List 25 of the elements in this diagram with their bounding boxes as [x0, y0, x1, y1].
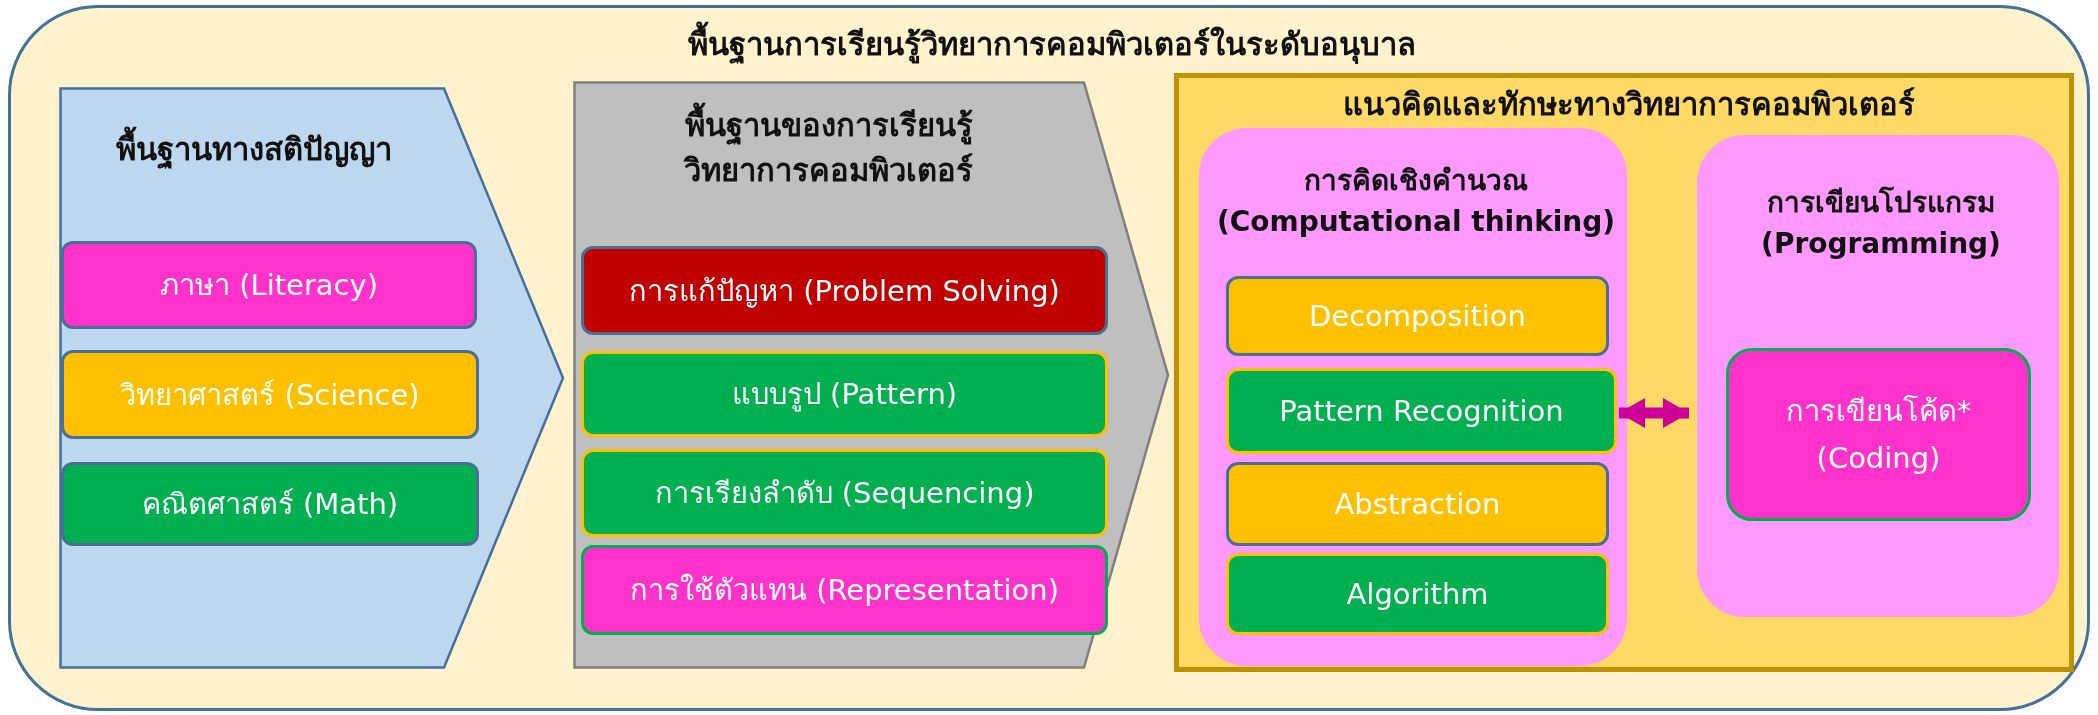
label-box: Abstraction	[1226, 462, 1609, 546]
label-box: Pattern Recognition	[1226, 368, 1617, 454]
rounded-panel	[1199, 128, 1627, 666]
label-box: Algorithm	[1226, 553, 1609, 635]
label-box: การเขียนโค้ด* (Coding)	[1726, 348, 2031, 521]
chevron-panel	[573, 81, 1170, 669]
heading: การคิดเชิงคำนวณ (Computational thinking)	[1216, 163, 1616, 240]
label-box: ภาษา (Literacy)	[61, 241, 477, 329]
double-arrow	[1619, 398, 1689, 428]
label-box: วิทยาศาสตร์ (Science)	[61, 350, 479, 439]
heading: พื้นฐานของการเรียนรู้วิทยาการคอมพิวเตอร์	[663, 103, 994, 193]
rounded-panel	[1697, 135, 2059, 617]
heading: พื้นฐานทางสติปัญญา	[116, 127, 392, 172]
label-box: การเรียงลำดับ (Sequencing)	[581, 449, 1108, 537]
label-box: Decomposition	[1226, 276, 1609, 356]
label-box: คณิตศาสตร์ (Math)	[61, 462, 479, 546]
heading: แนวคิดและทักษะทางวิทยาการคอมพิวเตอร์	[1343, 85, 1915, 124]
label-box: การใช้ตัวแทน (Representation)	[581, 545, 1108, 635]
label-box: การแก้ปัญหา (Problem Solving)	[581, 246, 1108, 335]
chevron-panel	[59, 87, 565, 669]
group-panel	[1174, 73, 2074, 672]
label-box: แบบรูป (Pattern)	[581, 351, 1108, 437]
heading: พื้นฐานการเรียนรู้วิทยาการคอมพิวเตอร์ในระดับอนุบาล	[688, 22, 1416, 67]
outer-panel	[8, 5, 2090, 711]
heading: การเขียนโปรแกรม (Programming)	[1760, 185, 2002, 262]
